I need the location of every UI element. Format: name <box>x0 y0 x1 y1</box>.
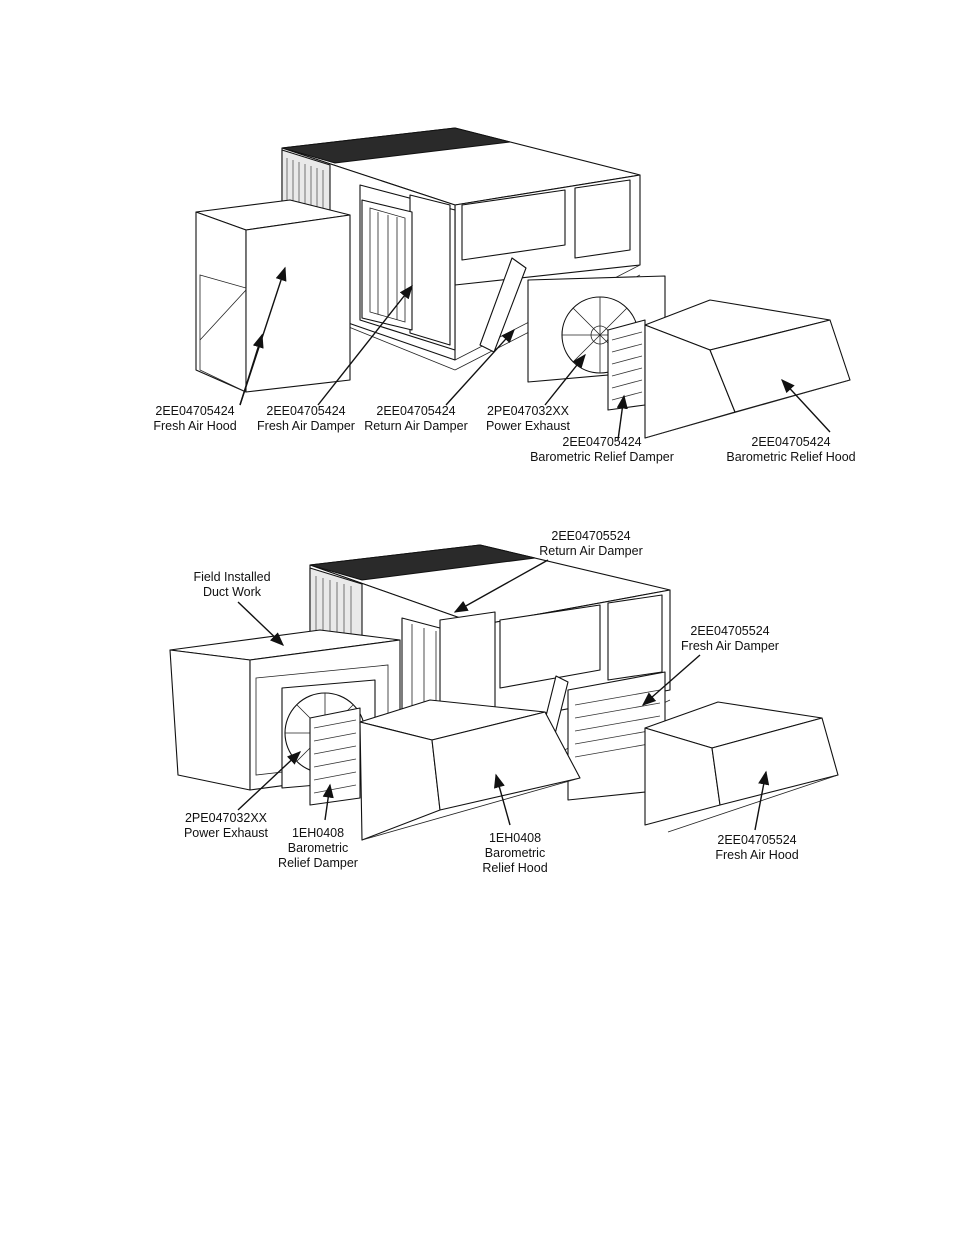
fresh-air-damper-1 <box>361 199 413 331</box>
barometric-relief-damper-2 <box>309 707 361 806</box>
power-exhaust-part-1: 2PE047032XX <box>487 404 570 418</box>
barometric-relief-damper-line3-2: Relief Damper <box>278 856 358 870</box>
fresh-air-damper-part-2: 2EE04705524 <box>690 624 769 638</box>
barometric-relief-hood-2 <box>359 699 581 841</box>
barometric-relief-damper-1 <box>607 319 646 411</box>
fresh-air-damper-part-1: 2EE04705424 <box>266 404 345 418</box>
figure-1: 2EE04705424 Fresh Air Hood 2EE04705424 F… <box>153 127 856 464</box>
barometric-relief-hood-1 <box>644 299 851 439</box>
power-exhaust-name-2: Power Exhaust <box>184 826 269 840</box>
fresh-air-damper-name-2: Fresh Air Damper <box>681 639 779 653</box>
fresh-air-hood-part-1: 2EE04705424 <box>155 404 234 418</box>
barometric-relief-hood-part-2: 1EH0408 <box>489 831 541 845</box>
power-exhaust-part-2: 2PE047032XX <box>185 811 268 825</box>
return-air-damper-name-2: Return Air Damper <box>539 544 643 558</box>
fresh-air-damper-name-1: Fresh Air Damper <box>257 419 355 433</box>
field-installed-line2: Duct Work <box>203 585 262 599</box>
barometric-relief-damper-line2-2: Barometric <box>288 841 348 855</box>
barometric-relief-damper-part-2: 1EH0408 <box>292 826 344 840</box>
fresh-air-hood-name-1: Fresh Air Hood <box>153 419 236 433</box>
return-air-damper-part-1: 2EE04705424 <box>376 404 455 418</box>
leader-lines-1 <box>239 266 831 441</box>
fresh-air-hood-name-2: Fresh Air Hood <box>715 848 798 862</box>
barometric-relief-damper-part-1: 2EE04705424 <box>562 435 641 449</box>
power-exhaust-name-1: Power Exhaust <box>486 419 571 433</box>
return-air-damper-1 <box>479 257 527 353</box>
fresh-air-hood-1 <box>195 199 351 393</box>
barometric-relief-hood-line2-2: Barometric <box>485 846 545 860</box>
barometric-relief-damper-name-1: Barometric Relief Damper <box>530 450 674 464</box>
return-air-damper-part-2: 2EE04705524 <box>551 529 630 543</box>
leader-lines-2 <box>237 559 770 831</box>
fresh-air-hood-2 <box>644 701 839 833</box>
barometric-relief-hood-part-1: 2EE04705424 <box>751 435 830 449</box>
barometric-relief-hood-name-1: Barometric Relief Hood <box>726 450 855 464</box>
return-air-damper-name-1: Return Air Damper <box>364 419 468 433</box>
barometric-relief-hood-line3-2: Relief Hood <box>482 861 547 875</box>
field-installed-line1: Field Installed <box>193 570 270 584</box>
figure-2: 2EE04705524 Return Air Damper Field Inst… <box>169 529 839 875</box>
fresh-air-hood-part-2: 2EE04705524 <box>717 833 796 847</box>
